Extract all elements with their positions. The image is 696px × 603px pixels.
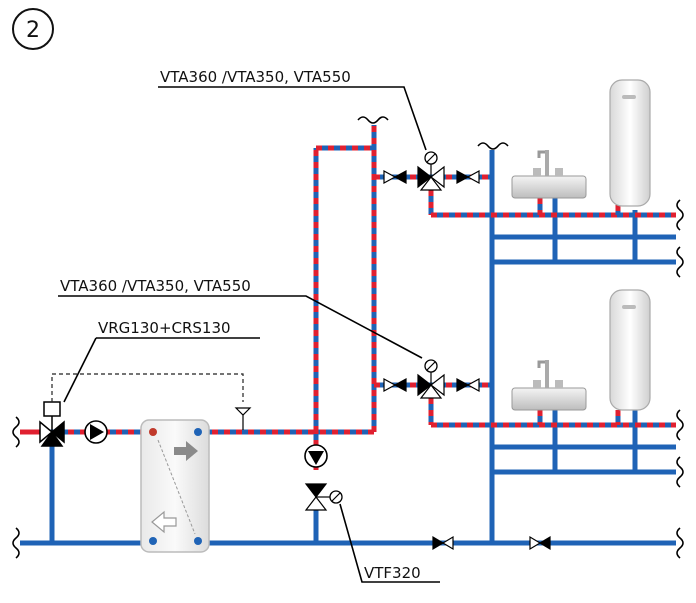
- right-arrow-icon: [174, 441, 198, 461]
- temp-sensor-icon: [234, 407, 252, 416]
- label-valve-top: VTA360 /VTA350, VTA550: [160, 68, 351, 86]
- mixing-valve: [39, 373, 252, 447]
- cold-water-pipes: [20, 150, 676, 546]
- water-heater-mid: [609, 289, 651, 411]
- water-heater-top: [609, 79, 651, 207]
- label-mixing-valve: VRG130+CRS130: [98, 319, 231, 337]
- thermostatic-valve-top: [383, 151, 480, 191]
- heat-exchanger: [140, 419, 210, 553]
- actuator: [43, 401, 61, 417]
- thermostatic-valve-mid: [383, 359, 480, 399]
- leader-lines: [58, 86, 440, 583]
- label-valve-mid: VTA360 /VTA350, VTA550: [60, 277, 251, 295]
- sink-mid: [511, 360, 587, 411]
- sink-top: [511, 150, 587, 199]
- pump-riser: [304, 444, 328, 468]
- diagram-number-badge: 2: [12, 8, 54, 50]
- label-bottom-valve: VTF320: [364, 564, 421, 582]
- left-arrow-icon: [151, 510, 177, 534]
- check-valves-bottom: [432, 535, 551, 551]
- pipe-break-marks: [12, 116, 684, 559]
- balancing-valve-bottom: [304, 483, 343, 511]
- diagram-number: 2: [26, 18, 40, 43]
- pump-left: [84, 420, 108, 444]
